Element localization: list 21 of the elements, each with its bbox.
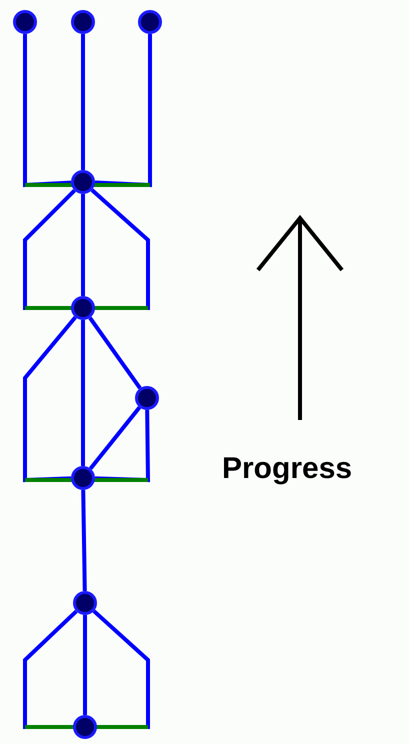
- junction-dot: [13, 10, 37, 34]
- connector-line: [23, 316, 77, 482]
- connector-line: [81, 194, 85, 296]
- direction-label: Progress: [222, 452, 352, 486]
- junction-dot: [71, 10, 95, 34]
- junction-dot: [71, 296, 95, 320]
- junction-dot: [73, 591, 97, 615]
- connector-line: [94, 34, 152, 188]
- connector-line: [81, 320, 85, 466]
- junction-dot: [71, 170, 95, 194]
- connector-line: [81, 34, 85, 170]
- junction-dot: [138, 10, 162, 34]
- connector-line: [94, 410, 150, 482]
- junction-dot: [73, 715, 97, 739]
- connector-line: [23, 34, 72, 188]
- connector-line: [81, 490, 87, 592]
- junction-dot: [71, 466, 95, 490]
- connector-line: [88, 316, 142, 390]
- junction-dot: [135, 386, 159, 410]
- connector-line: [88, 406, 142, 470]
- connector-line: [83, 615, 87, 715]
